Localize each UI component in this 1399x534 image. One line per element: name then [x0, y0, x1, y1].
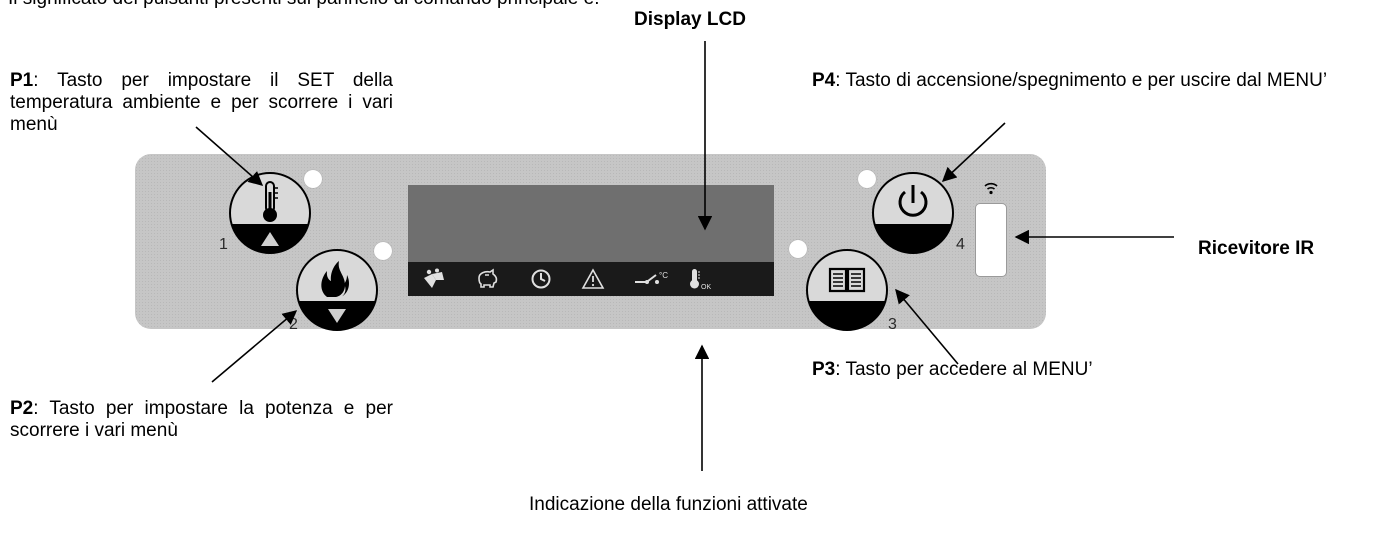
label-p4: P4: Tasto di accensione/spegnimento e pe… [812, 70, 1352, 92]
cutoff-intro-text: Il significato dei pulsanti presenti sul… [8, 0, 708, 10]
label-display-lcd: Display LCD [634, 9, 746, 30]
label-p1: P1: Tasto per impostare il SET della tem… [10, 70, 393, 136]
label-p3-text: : Tasto per accedere al MENU’ [835, 359, 1093, 380]
button-p3-menu[interactable] [806, 249, 888, 331]
wifi-icon [984, 182, 998, 195]
label-indicazione-funzioni: Indicazione della funzioni attivate [529, 494, 808, 515]
thermostat-connect-icon: °C [635, 271, 668, 284]
label-p4-text: : Tasto di accensione/spegnimento e per … [835, 70, 1328, 91]
label-p1-text: : Tasto per impostare il SET della tempe… [10, 70, 393, 135]
warning-icon [581, 268, 605, 289]
label-ricevitore-ir: Ricevitore IR [1198, 238, 1315, 259]
label-p1-code: P1 [10, 70, 34, 91]
label-p3-code: P3 [812, 359, 836, 380]
label-p3: P3: Tasto per accedere al MENU’ [812, 359, 1093, 381]
piggy-bank-icon [478, 268, 498, 288]
button-p2-power[interactable] [296, 249, 378, 331]
ir-receiver-window [975, 203, 1007, 277]
button-p4-power-onoff[interactable] [872, 172, 954, 254]
button-1-number: 1 [219, 236, 228, 253]
book-icon [828, 267, 866, 293]
arrow-p4 [941, 122, 1006, 182]
label-p4-code: P4 [812, 70, 836, 91]
button-p1-temperature[interactable] [229, 172, 311, 254]
lcd-display: °C OK [408, 185, 774, 296]
button-3-number: 3 [888, 316, 897, 333]
label-p2-text: : Tasto per impostare la potenza e per s… [10, 398, 393, 441]
led-2 [374, 242, 392, 260]
thermometer-icon [263, 181, 278, 222]
arrow-up-icon [261, 232, 279, 246]
arrow-down-icon [328, 309, 346, 323]
power-icon [898, 185, 928, 217]
led-3 [789, 240, 807, 258]
flame-icon [321, 261, 349, 297]
degree-badge: °C [659, 271, 668, 280]
arrow-p1 [195, 126, 264, 186]
lcd-function-indicators: °C OK [408, 262, 774, 296]
ok-badge: OK [701, 284, 711, 290]
arrow-p2 [211, 310, 298, 383]
label-p2-code: P2 [10, 398, 34, 419]
arrow-p3 [895, 288, 959, 365]
button-4-number: 4 [956, 236, 965, 253]
clock-icon [531, 269, 551, 289]
led-4 [858, 170, 876, 188]
thermometer-ok-icon: OK [690, 269, 711, 290]
fan-icon [424, 268, 444, 288]
label-p2: P2: Tasto per impostare la potenza e per… [10, 398, 393, 442]
led-1 [304, 170, 322, 188]
